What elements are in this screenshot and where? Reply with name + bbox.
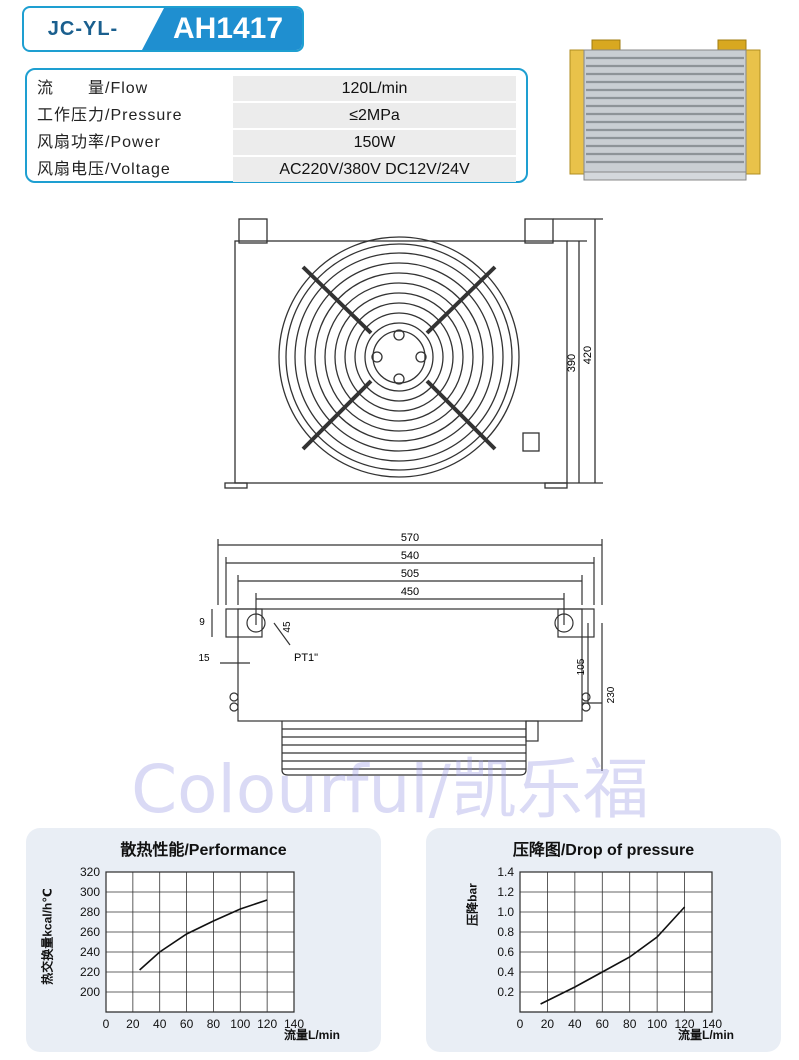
top-view-drawing: 570 540 505 450 9 45 15 PT1" 105 230 bbox=[198, 532, 617, 776]
model-number: AH1417 bbox=[142, 8, 302, 50]
watermark-text: Colourful/凯乐福 bbox=[131, 751, 649, 828]
dim-label: 15 bbox=[198, 653, 210, 664]
y-tick-label: 220 bbox=[80, 965, 100, 979]
y-tick-label: 0.8 bbox=[497, 925, 514, 939]
x-axis-label: 流量L/min bbox=[678, 1028, 734, 1042]
dim-label: 9 bbox=[199, 617, 205, 628]
spec-value: AC220V/380V DC12V/24V bbox=[233, 157, 516, 182]
dim-label: 450 bbox=[401, 586, 419, 598]
performance-chart-panel: 散热性能/Performance 0 20 40 60 80 100 120 140 200 22… bbox=[26, 828, 381, 1052]
x-tick-label: 120 bbox=[257, 1017, 277, 1031]
model-prefix: JC-YL- bbox=[47, 18, 119, 40]
x-tick-label: 40 bbox=[153, 1017, 167, 1031]
spec-label: 风扇电压/Voltage bbox=[37, 161, 171, 178]
dim-label: 505 bbox=[401, 568, 419, 580]
y-axis-label: 压降bar bbox=[465, 883, 480, 926]
series-line bbox=[139, 899, 268, 971]
dim-label: 230 bbox=[606, 686, 617, 703]
pressure-drop-chart: 0 20 40 60 80 100 120 140 0.2 0.4 0.6 0.8 1.0 1.2 1.4 bbox=[497, 865, 722, 1031]
chart-title: 压降图/Drop of pressure bbox=[512, 842, 695, 859]
spec-value: 120L/min bbox=[233, 76, 516, 101]
spec-row-pressure: 工作压力/Pressure ≤2MPa bbox=[37, 103, 516, 128]
dim-label: 45 bbox=[282, 621, 293, 633]
performance-chart: 0 20 40 60 80 100 120 140 200 220 240 260 280 300 320 bbox=[80, 865, 304, 1031]
x-tick-label: 80 bbox=[623, 1017, 637, 1031]
y-tick-label: 320 bbox=[80, 865, 100, 879]
y-tick-label: 0.6 bbox=[497, 945, 514, 959]
dim-label: 390 bbox=[566, 354, 578, 372]
x-tick-label: 120 bbox=[675, 1017, 695, 1031]
spec-row-power: 风扇功率/Power 150W bbox=[37, 130, 516, 155]
dim-label: 105 bbox=[576, 658, 587, 675]
spec-row-voltage: 风扇电压/Voltage AC220V/380V DC12V/24V bbox=[37, 157, 516, 182]
spec-label: 风扇功率/Power bbox=[37, 134, 161, 151]
chart-title: 散热性能/Performance bbox=[120, 842, 287, 859]
dim-label: 570 bbox=[401, 532, 419, 544]
spec-value: ≤2MPa bbox=[233, 103, 516, 128]
x-tick-label: 80 bbox=[207, 1017, 221, 1031]
x-tick-label: 140 bbox=[284, 1017, 304, 1031]
y-tick-label: 280 bbox=[80, 905, 100, 919]
y-tick-label: 260 bbox=[80, 925, 100, 939]
x-tick-label: 0 bbox=[517, 1017, 524, 1031]
x-tick-label: 100 bbox=[230, 1017, 250, 1031]
x-tick-label: 40 bbox=[568, 1017, 582, 1031]
y-tick-label: 1.0 bbox=[497, 905, 514, 919]
x-tick-label: 140 bbox=[702, 1017, 722, 1031]
y-tick-label: 240 bbox=[80, 945, 100, 959]
x-tick-label: 0 bbox=[103, 1017, 110, 1031]
x-tick-label: 20 bbox=[541, 1017, 555, 1031]
plot-area bbox=[105, 871, 295, 1013]
y-tick-label: 0.4 bbox=[497, 965, 514, 979]
product-photo bbox=[569, 39, 761, 181]
x-tick-label: 100 bbox=[647, 1017, 667, 1031]
x-axis-label: 流量L/min bbox=[284, 1028, 340, 1042]
dim-label: PT1" bbox=[294, 652, 318, 664]
x-tick-label: 20 bbox=[126, 1017, 140, 1031]
y-tick-label: 1.4 bbox=[497, 865, 514, 879]
x-tick-label: 60 bbox=[180, 1017, 194, 1031]
spec-label: 工作压力/Pressure bbox=[37, 107, 183, 124]
y-tick-label: 300 bbox=[80, 885, 100, 899]
spec-table: 流 量/Flow 120L/min 工作压力/Pressure ≤2MPa 风扇… bbox=[25, 68, 528, 183]
dim-label: 540 bbox=[401, 550, 419, 562]
y-tick-label: 1.2 bbox=[497, 885, 514, 899]
model-header: JC-YL- AH1417 bbox=[22, 6, 304, 52]
y-axis-label: 热交换量kcal/h℃ bbox=[40, 888, 55, 985]
y-tick-label: 200 bbox=[80, 985, 100, 999]
dim-label: 420 bbox=[582, 346, 594, 364]
spec-value: 150W bbox=[233, 130, 516, 155]
x-tick-label: 60 bbox=[596, 1017, 610, 1031]
spec-row-flow: 流 量/Flow 120L/min bbox=[37, 76, 516, 101]
y-tick-label: 0.2 bbox=[497, 985, 514, 999]
plot-area bbox=[519, 871, 713, 1013]
front-view-drawing: 390 420 bbox=[224, 218, 603, 489]
series-line bbox=[540, 906, 686, 1005]
spec-label: 流 量/Flow bbox=[37, 80, 149, 97]
